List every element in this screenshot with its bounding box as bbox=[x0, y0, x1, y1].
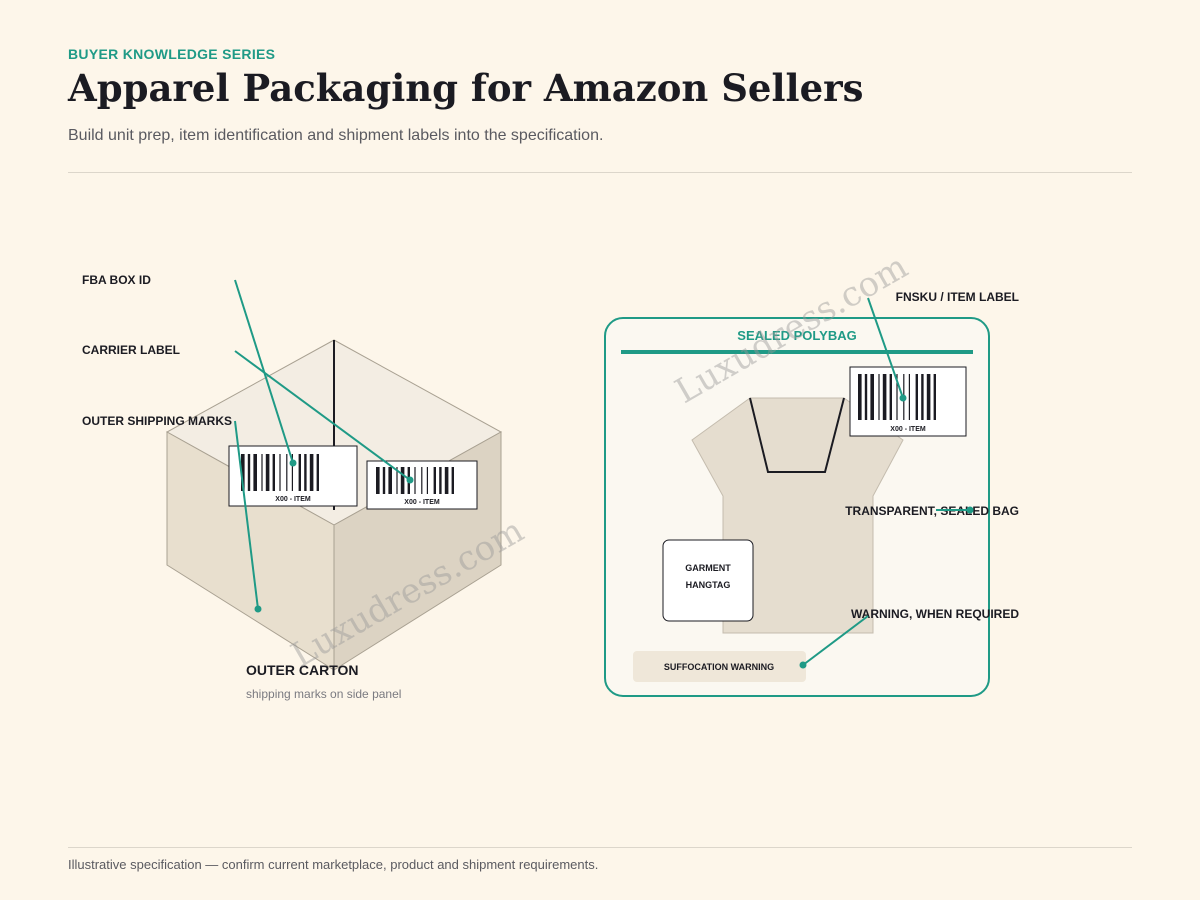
leader-line-outer-shipping-marks bbox=[234, 420, 259, 610]
callout-outer-shipping-marks: OUTER SHIPPING MARKS bbox=[82, 414, 232, 428]
barcode-bar bbox=[247, 454, 251, 491]
barcode-bar bbox=[241, 454, 245, 491]
barcode-bar bbox=[882, 374, 887, 420]
barcode-bar bbox=[451, 467, 454, 494]
fba-box-id-label: X00 - ITEM bbox=[228, 445, 358, 507]
leader-line-carrier-label bbox=[234, 350, 411, 481]
barcode-bar bbox=[858, 374, 862, 420]
footer-note: Illustrative specification — confirm cur… bbox=[68, 857, 599, 872]
fnsku-label bbox=[849, 366, 967, 437]
outer-carton-title: OUTER CARTON bbox=[246, 662, 359, 678]
garment-hangtag bbox=[662, 539, 754, 622]
hangtag-line-1: GARMENT bbox=[685, 563, 731, 573]
barcode-bar bbox=[421, 467, 423, 494]
barcode-bar bbox=[376, 467, 380, 494]
outer-carton-caption: shipping marks on side panel bbox=[246, 687, 401, 701]
barcode-caption: X00 - ITEM bbox=[275, 496, 311, 503]
barcode-bar bbox=[316, 454, 319, 491]
callout-transparent-sealed-bag: TRANSPARENT, SEALED BAG bbox=[845, 504, 1019, 518]
barcode-bar bbox=[414, 467, 416, 494]
barcode-bar bbox=[908, 374, 910, 420]
barcode-bar bbox=[870, 374, 874, 420]
barcode-bar bbox=[444, 467, 449, 494]
page-title: Apparel Packaging for Amazon Sellers bbox=[68, 66, 864, 110]
barcode-bar bbox=[433, 467, 436, 494]
leader-dot bbox=[966, 506, 974, 514]
leader-dot bbox=[799, 661, 807, 669]
barcode-bar bbox=[309, 454, 314, 491]
leader-dot bbox=[899, 394, 907, 402]
barcode-bar bbox=[253, 454, 257, 491]
series-label: BUYER KNOWLEDGE SERIES bbox=[68, 46, 276, 62]
polybag-title: SEALED POLYBAG bbox=[737, 328, 856, 343]
sealed-polybag: SEALED POLYBAG GARMENT HANGTAG SUFFOCATI… bbox=[604, 317, 990, 697]
hangtag-line-2: HANGTAG bbox=[686, 580, 731, 590]
header-divider bbox=[68, 172, 1132, 173]
barcode-bar bbox=[933, 374, 936, 420]
barcode-bar bbox=[279, 454, 281, 491]
barcode-bar bbox=[265, 454, 270, 491]
page-subtitle: Build unit prep, item identification and… bbox=[68, 127, 604, 144]
carrier-label: X00 - ITEM bbox=[366, 460, 478, 510]
barcode-bar bbox=[915, 374, 918, 420]
barcode-bar bbox=[878, 374, 880, 420]
footer-divider bbox=[68, 847, 1132, 848]
garment-neckline bbox=[749, 397, 845, 473]
callout-fba-box-id: FBA BOX ID bbox=[82, 273, 151, 287]
barcode-bars bbox=[241, 454, 319, 491]
barcode-bar bbox=[921, 374, 924, 420]
leader-line-fnsku bbox=[867, 297, 904, 399]
leader-dot bbox=[254, 605, 262, 613]
barcode-bar bbox=[388, 467, 392, 494]
barcode-bar bbox=[396, 467, 398, 494]
barcode-bar bbox=[272, 454, 275, 491]
suffocation-warning-text: SUFFOCATION WARNING bbox=[664, 662, 774, 672]
barcode-bar bbox=[261, 454, 263, 491]
barcode-bar bbox=[864, 374, 868, 420]
barcode-bar bbox=[426, 467, 428, 494]
suffocation-warning-box bbox=[633, 651, 806, 682]
leader-dot bbox=[289, 459, 297, 467]
barcode-bar bbox=[400, 467, 405, 494]
barcode-caption: X00 - ITEM bbox=[404, 499, 440, 506]
barcode-bar bbox=[286, 454, 288, 491]
callout-fnsku-item-label: FNSKU / ITEM LABEL bbox=[896, 290, 1019, 304]
barcode-bar bbox=[304, 454, 307, 491]
barcode-bar bbox=[896, 374, 898, 420]
barcode-bar bbox=[926, 374, 931, 420]
callout-carrier-label: CARRIER LABEL bbox=[82, 343, 180, 357]
barcode-caption: X00 - ITEM bbox=[890, 426, 926, 433]
leader-dot bbox=[406, 476, 414, 484]
barcode-bar bbox=[298, 454, 301, 491]
barcode-bar bbox=[889, 374, 892, 420]
barcode-bar bbox=[382, 467, 386, 494]
leader-line-warning bbox=[802, 615, 869, 666]
barcode-bar bbox=[439, 467, 442, 494]
barcode-bar bbox=[291, 454, 293, 491]
callout-warning-when-required: WARNING, WHEN REQUIRED bbox=[851, 607, 1019, 621]
